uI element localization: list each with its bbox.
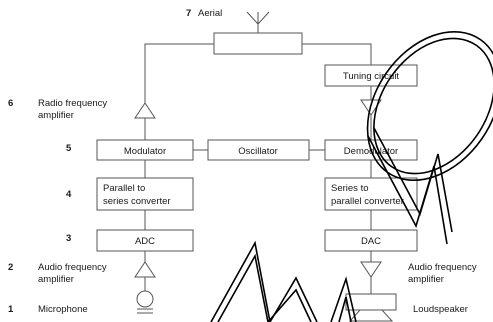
microphone-icon — [136, 290, 154, 314]
step-1-number: 1 — [8, 304, 14, 315]
rf-amplifier-icon — [134, 102, 156, 119]
step-2-number: 2 — [8, 262, 13, 273]
adc-label: ADC — [135, 236, 155, 247]
rf-amplifier-label-line2: amplifier — [38, 110, 74, 121]
modulator-box — [96, 139, 194, 161]
series-to-parallel-box — [324, 177, 418, 211]
aerial-label: Aerial — [198, 8, 222, 19]
loudspeaker-label: Loudspeaker — [413, 304, 468, 315]
step-3-number: 3 — [66, 233, 71, 244]
step-5-number: 5 — [66, 143, 72, 154]
step-4-number: 4 — [66, 189, 72, 200]
receive-wiring — [302, 43, 372, 294]
adc-box — [96, 229, 194, 252]
parallel-to-series-box — [96, 177, 194, 211]
audio-output-amplifier-label-line2: amplifier — [408, 274, 444, 285]
oscillator-label: Oscillator — [238, 146, 278, 157]
step-6-number: 6 — [8, 98, 13, 109]
dac-label: DAC — [361, 236, 381, 247]
step-7-number: 7 — [186, 8, 191, 19]
rf-amplifier-label-line1: Radio frequency — [38, 98, 107, 109]
tuning-circuit-box — [324, 64, 418, 87]
series-to-parallel-label-line2: parallel converter — [331, 196, 404, 207]
audio-amplifier-label-line2: amplifier — [38, 274, 74, 285]
aerial-icon — [246, 11, 270, 33]
modulator-label: Modulator — [124, 146, 166, 157]
tuning-circuit-label: Tuning circuit — [343, 71, 400, 82]
series-to-parallel-label-line1: Series to — [331, 183, 369, 194]
transmit-wiring — [144, 43, 214, 291]
loudspeaker-icon — [345, 293, 397, 322]
audio-output-amplifier-label-line1: Audio frequency — [408, 262, 477, 273]
audio-output-amplifier-icon — [360, 261, 382, 278]
audio-amplifier-icon — [134, 261, 156, 278]
watermark-overlay — [210, 30, 493, 322]
oscillator-box — [207, 139, 310, 161]
aerial-coupler-box — [213, 32, 303, 55]
microphone-label: Microphone — [38, 304, 88, 315]
parallel-to-series-label-line1: Parallel to — [103, 183, 145, 194]
dac-box — [324, 229, 418, 252]
audio-amplifier-label-line1: Audio frequency — [38, 262, 107, 273]
parallel-to-series-label-line2: series converter — [103, 196, 171, 207]
